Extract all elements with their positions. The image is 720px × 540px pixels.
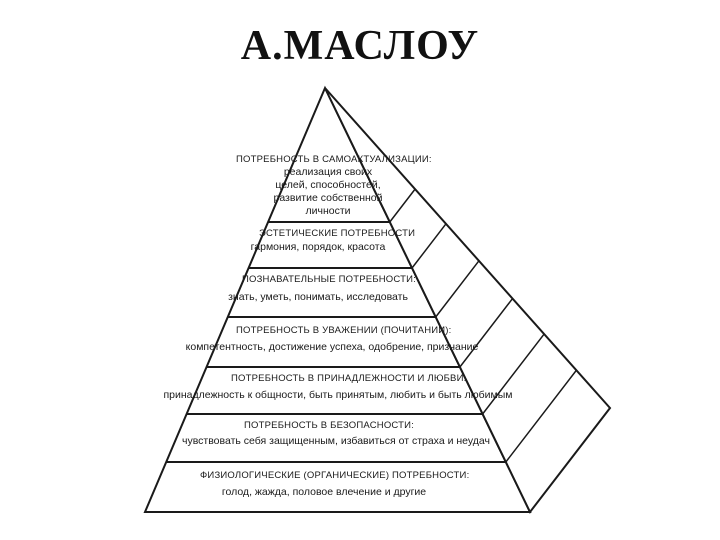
pyramid-side-face (324, 87, 612, 514)
side-face-divider (505, 369, 577, 463)
level-description: голод, жажда, половое влечение и другие (222, 486, 426, 498)
pyramid-level-3: ПОЗНАВАТЕЛЬНЫЕ ПОТРЕБНОСТИ: знать, уметь,… (228, 274, 416, 303)
level-heading: ПОТРЕБНОСТЬ В ПРИНАДЛЕЖНОСТИ И ЛЮБВИ: (231, 373, 466, 384)
pyramid-level-6: ПОТРЕБНОСТЬ В БЕЗОПАСНОСТИ: чувствовать с… (182, 420, 490, 447)
level-heading: ФИЗИОЛОГИЧЕСКИЕ (ОРГАНИЧЕСКИЕ) ПОТРЕБНОС… (200, 470, 469, 481)
side-face-divider (389, 188, 416, 223)
level-heading: ПОТРЕБНОСТЬ В САМОАКТУАЛИЗАЦИИ: (236, 154, 432, 165)
level-description: чувствовать себя защищенным, избавиться … (182, 435, 490, 447)
pyramid-level-5: ПОТРЕБНОСТЬ В ПРИНАДЛЕЖНОСТИ И ЛЮБВИ: при… (163, 373, 512, 401)
level-description: личности (305, 205, 350, 217)
pyramid-level-1: ПОТРЕБНОСТЬ В САМОАКТУАЛИЗАЦИИ:реализаци… (236, 154, 432, 217)
level-description: целей, способностей, (275, 179, 380, 191)
pyramid-level-7: ФИЗИОЛОГИЧЕСКИЕ (ОРГАНИЧЕСКИЕ) ПОТРЕБНОС… (200, 470, 469, 498)
pyramid-level-4: ПОТРЕБНОСТЬ В УВАЖЕНИИ (ПОЧИТАНИИ): компе… (186, 325, 479, 353)
level-description: реализация своих (284, 166, 373, 178)
level-heading: ПОЗНАВАТЕЛЬНЫЕ ПОТРЕБНОСТИ: (242, 274, 416, 285)
pyramid-level-2: ЭСТЕТИЧЕСКИЕ ПОТРЕБНОСТИ гармония, порядо… (251, 228, 415, 253)
side-face-divider (482, 333, 545, 415)
side-face-divider (459, 298, 514, 368)
side-face-divider (435, 260, 480, 318)
side-face-divider (411, 223, 447, 269)
level-description: знать, уметь, понимать, исследовать (228, 291, 408, 303)
level-heading: ПОТРЕБНОСТЬ В УВАЖЕНИИ (ПОЧИТАНИИ): (236, 325, 452, 336)
level-heading: ЭСТЕТИЧЕСКИЕ ПОТРЕБНОСТИ (259, 228, 415, 239)
level-description: компетентность, достижение успеха, одобр… (186, 341, 479, 353)
level-description: принадлежность к общности, быть принятым… (163, 389, 512, 401)
level-description: развитие собственной (273, 192, 382, 204)
level-description: гармония, порядок, красота (251, 241, 386, 253)
level-heading: ПОТРЕБНОСТЬ В БЕЗОПАСНОСТИ: (244, 420, 414, 431)
slide-title: А.МАСЛОУ (240, 23, 480, 69)
